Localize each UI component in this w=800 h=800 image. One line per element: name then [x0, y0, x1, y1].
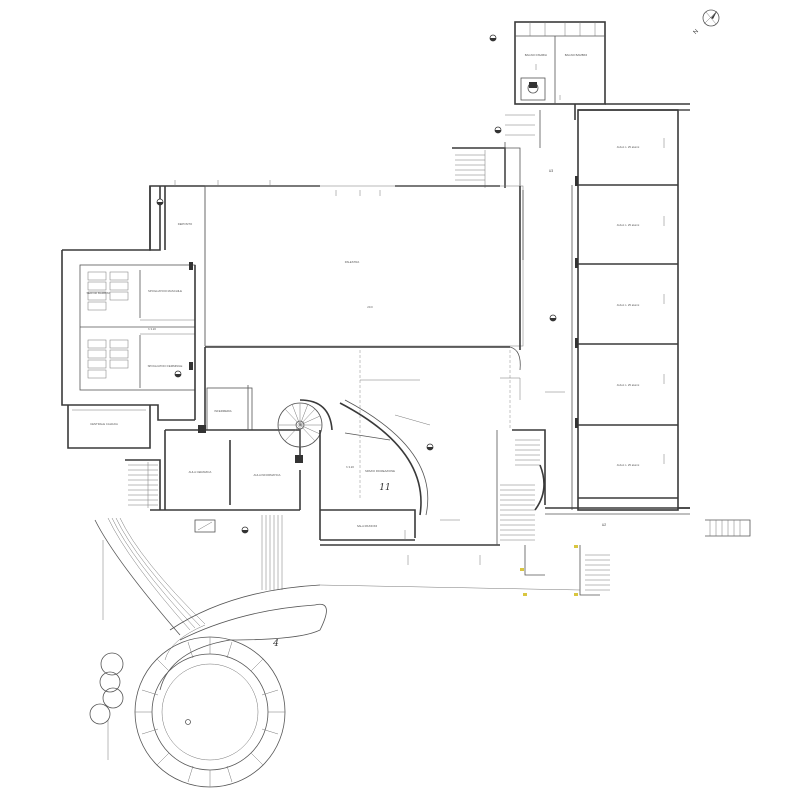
circular-amphitheatre: [134, 636, 286, 788]
recreation-space: SPAZIO RICREAZIONE 11 h 3.20: [319, 350, 521, 540]
site-paths: 4: [94, 517, 581, 760]
gym-hall: PALESTRA 20.0: [165, 185, 524, 371]
boiler-room: CENTRALE CALDAIA: [67, 405, 151, 449]
north-arrow-icon: N: [693, 9, 720, 36]
stair-small-right: [705, 519, 751, 537]
stair-north: U3: [452, 110, 553, 188]
storage-label: DEPOSITO: [178, 222, 193, 226]
room-label-bagno-disabili: BAGNO DISABILI: [525, 53, 548, 57]
infirmary-label: INFERMERIA: [214, 409, 231, 413]
spiral-stair: [277, 399, 333, 448]
recreation-label: SPAZIO RICREAZIONE: [365, 469, 395, 473]
service-kids-label: SERVIZI BAMBINI: [86, 291, 109, 295]
central-rooms: INFERMERIA AULA CERAMICA AULA INFORMATIC…: [150, 347, 303, 511]
classroom-4-label: AULA n. 25 alunni: [617, 383, 640, 387]
west-service-block: SERVIZI BAMBINI SPOGLIATOIO MASCHILE SPO…: [61, 185, 196, 421]
meeting-room-label: SALA RIUNIONI: [357, 524, 378, 528]
classroom-3-label: AULA n. 25 alunni: [617, 303, 640, 307]
classroom-wing: AULA n. 25 alunni AULA n. 25 alunni AULA…: [545, 109, 690, 527]
label-4: 4: [272, 639, 279, 649]
svg-text:h 3.20: h 3.20: [346, 465, 354, 469]
storage-room: DEPOSITO: [149, 186, 193, 251]
level-markers: [156, 34, 557, 534]
ceramics-label: AULA CERAMICA: [189, 470, 212, 474]
classroom-2-label: AULA n. 25 alunni: [617, 223, 640, 227]
label-u2: U2: [602, 523, 606, 527]
label-u3: U3: [549, 169, 553, 173]
stair-east: [496, 429, 610, 596]
dimension-notes: [174, 64, 665, 565]
bathroom-block: BAGNO DISABILI BAGNO BAMBINI: [514, 21, 690, 120]
svg-text:20.0: 20.0: [367, 305, 373, 309]
meeting-room: SALA RIUNIONI: [320, 509, 500, 546]
it-room-label: AULA INFORMATICA: [254, 473, 281, 477]
entrance-stair: [261, 515, 283, 590]
classroom-5-label: AULA n. 25 alunni: [617, 463, 640, 467]
yellow-markers: [520, 545, 578, 596]
boiler-label: CENTRALE CALDAIA: [90, 422, 118, 426]
gym-label: PALESTRA: [345, 260, 360, 264]
locker-female-label: SPOGLIATOIO FEMMINILE: [148, 364, 183, 368]
trees: [89, 652, 124, 725]
stair-southwest: [125, 459, 216, 533]
svg-text:N: N: [693, 29, 700, 36]
classroom-1-label: AULA n. 25 alunni: [617, 145, 640, 149]
svg-text:h 3.20: h 3.20: [148, 327, 156, 331]
room-label-bagno-bambini: BAGNO BAMBINI: [565, 53, 588, 57]
label-11: 11: [379, 483, 390, 493]
locker-male-label: SPOGLIATOIO MASCHILE: [148, 289, 182, 293]
